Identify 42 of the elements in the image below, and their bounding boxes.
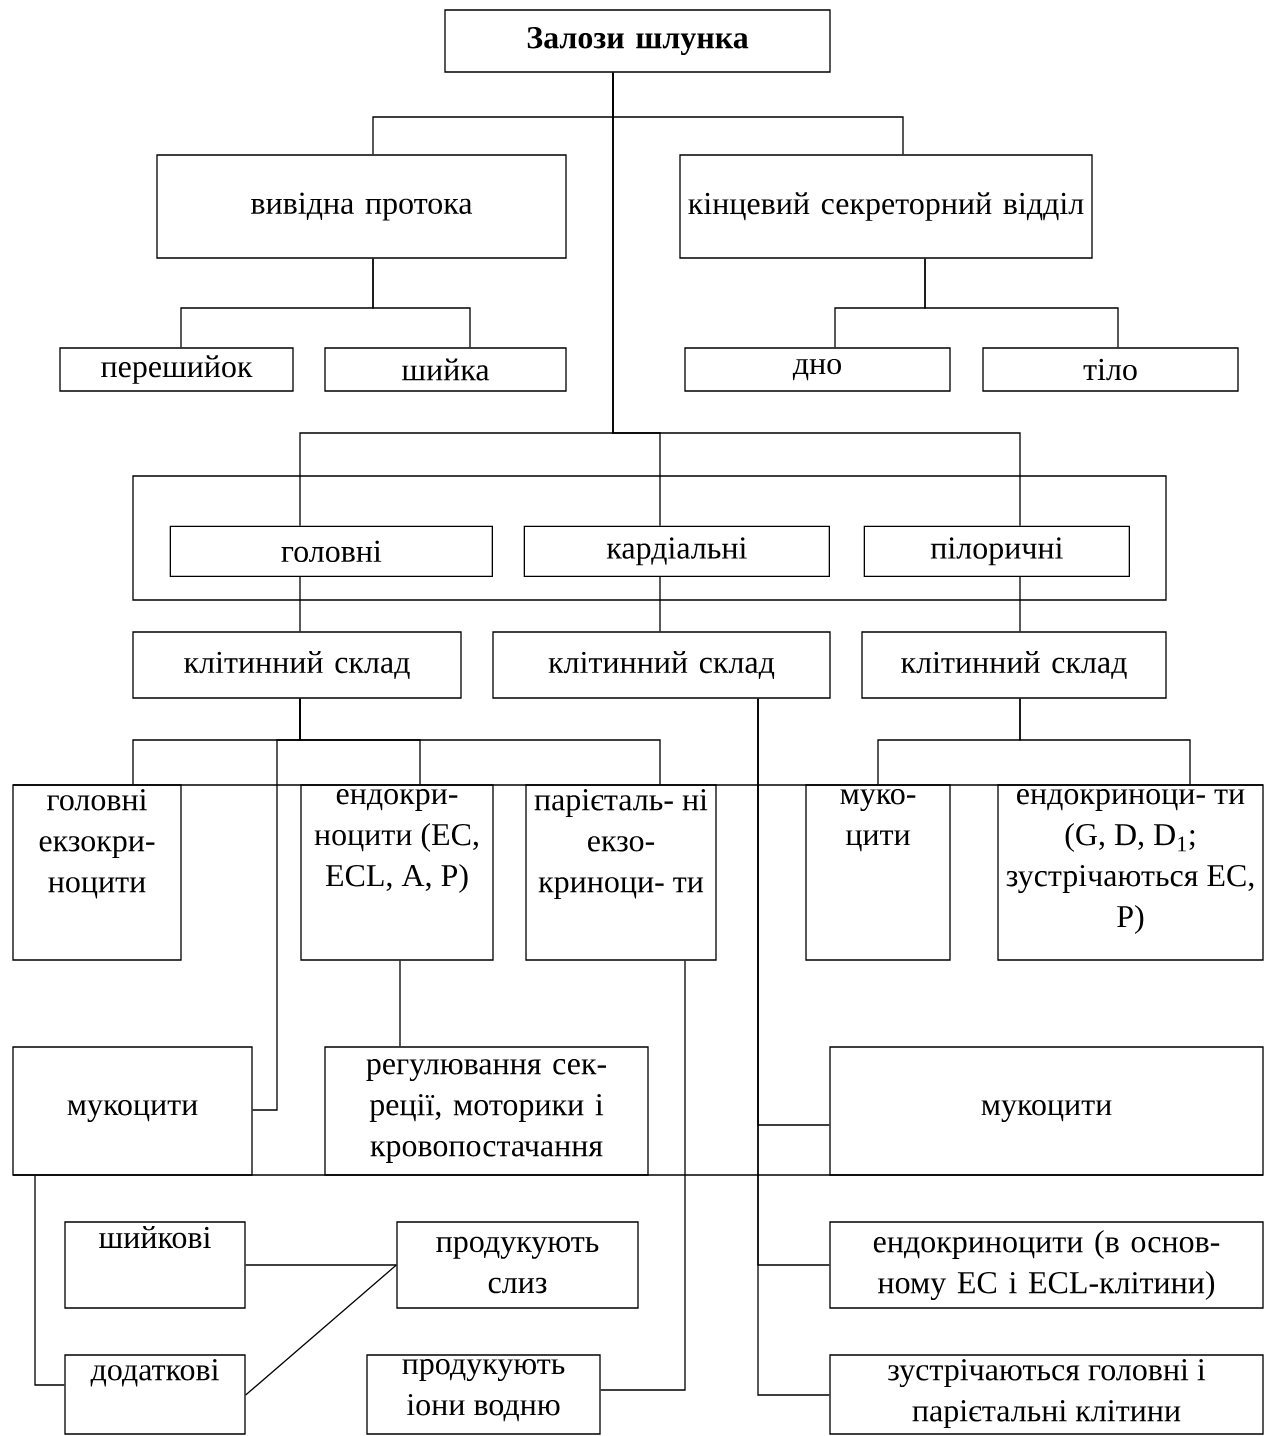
text-box: продукують слиз bbox=[396, 1221, 639, 1309]
text-box: ендокриноцити (в основ- ному EC і ECL-клітини) bbox=[829, 1221, 1264, 1309]
text-box: зустрічаються головні і парієтальні клітини bbox=[829, 1354, 1264, 1435]
text-box: додаткові bbox=[64, 1354, 246, 1435]
text-box: Залози шлунка bbox=[444, 9, 831, 73]
connector-line bbox=[1019, 576, 1021, 632]
group-box bbox=[132, 475, 1167, 601]
text-box: парієталь- ні екзо- криноци- ти bbox=[525, 784, 717, 961]
connector-line bbox=[34, 1175, 65, 1386]
text-box: шийка bbox=[324, 347, 567, 392]
connector-line bbox=[1019, 698, 1191, 785]
text-box: вивідна протока bbox=[156, 154, 567, 259]
connector-line bbox=[299, 576, 301, 632]
text-box: продукують іони водню bbox=[366, 1354, 601, 1435]
text-box: муко- цити bbox=[805, 784, 951, 961]
connector-line bbox=[399, 960, 401, 1047]
connector-line bbox=[252, 698, 301, 1111]
text-box: перешийок bbox=[59, 347, 294, 392]
connector-line bbox=[757, 698, 830, 1396]
text-box: мукоцити bbox=[12, 1046, 253, 1176]
text-box: головні екзокри- ноцити bbox=[12, 784, 182, 961]
text-box: кардіальні bbox=[523, 525, 830, 577]
text-box: ендокри- ноцити (EC, ECL, A, P) bbox=[300, 784, 494, 961]
text-box: мукоцити bbox=[829, 1046, 1264, 1176]
text-box: кінцевий секреторний відділ bbox=[679, 154, 1093, 259]
text-box: клітинний склад bbox=[861, 631, 1167, 699]
connector-line bbox=[659, 576, 661, 632]
text-box: клітинний склад bbox=[492, 631, 831, 699]
connector-line bbox=[612, 72, 1021, 527]
text-box: ендокриноци- ти (G, D, D$_{1}$; зустрічаються EC, P) bbox=[997, 784, 1264, 961]
text-box: регулювання сек- реції, моторики і кровопостачання bbox=[324, 1046, 649, 1176]
connector-line bbox=[372, 258, 471, 348]
connector-line bbox=[245, 1264, 397, 1266]
connector-line bbox=[924, 258, 1119, 348]
text-box: головні bbox=[169, 525, 493, 577]
connector-line bbox=[245, 1264, 397, 1396]
text-box: шийкові bbox=[64, 1221, 246, 1309]
text-box: пілоричні bbox=[863, 525, 1130, 577]
text-box: клітинний склад bbox=[132, 631, 462, 699]
connector-line bbox=[600, 960, 686, 1391]
text-box: дно bbox=[684, 347, 951, 392]
text-box: тіло bbox=[982, 347, 1239, 392]
